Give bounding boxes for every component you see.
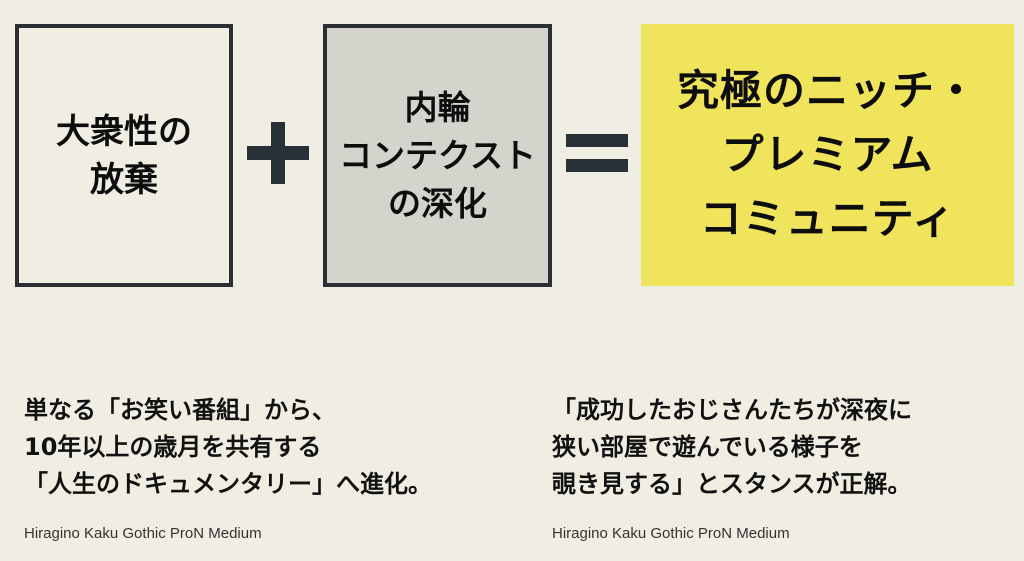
term-box-abandon-mass-appeal: 大衆性の 放棄 (15, 24, 233, 287)
equals-icon-top-bar (566, 134, 628, 147)
term-1-label: 大衆性の 放棄 (56, 111, 192, 200)
caption-left: 単なる「お笑い番組」から、 10年以上の歳月を共有する 「人生のドキュメンタリー… (24, 396, 432, 498)
font-note-left: Hiragino Kaku Gothic ProN Medium (24, 525, 262, 542)
term-2-label: 内輪 コンテクスト の深化 (338, 87, 536, 223)
font-note-right: Hiragino Kaku Gothic ProN Medium (552, 525, 790, 542)
result-box-premium-community: 究極のニッチ・ プレミアム コミュニティ (641, 24, 1014, 286)
caption-right: 「成功したおじさんたちが深夜に 狭い部屋で遊んでいる様子を 覗き見する」とスタン… (552, 396, 912, 498)
equals-icon-bottom-bar (566, 159, 628, 172)
result-label: 究極のニッチ・ プレミアム コミュニティ (676, 66, 978, 243)
term-box-deepen-inside-context: 内輪 コンテクスト の深化 (323, 24, 552, 287)
plus-icon-vertical-bar (271, 122, 285, 184)
